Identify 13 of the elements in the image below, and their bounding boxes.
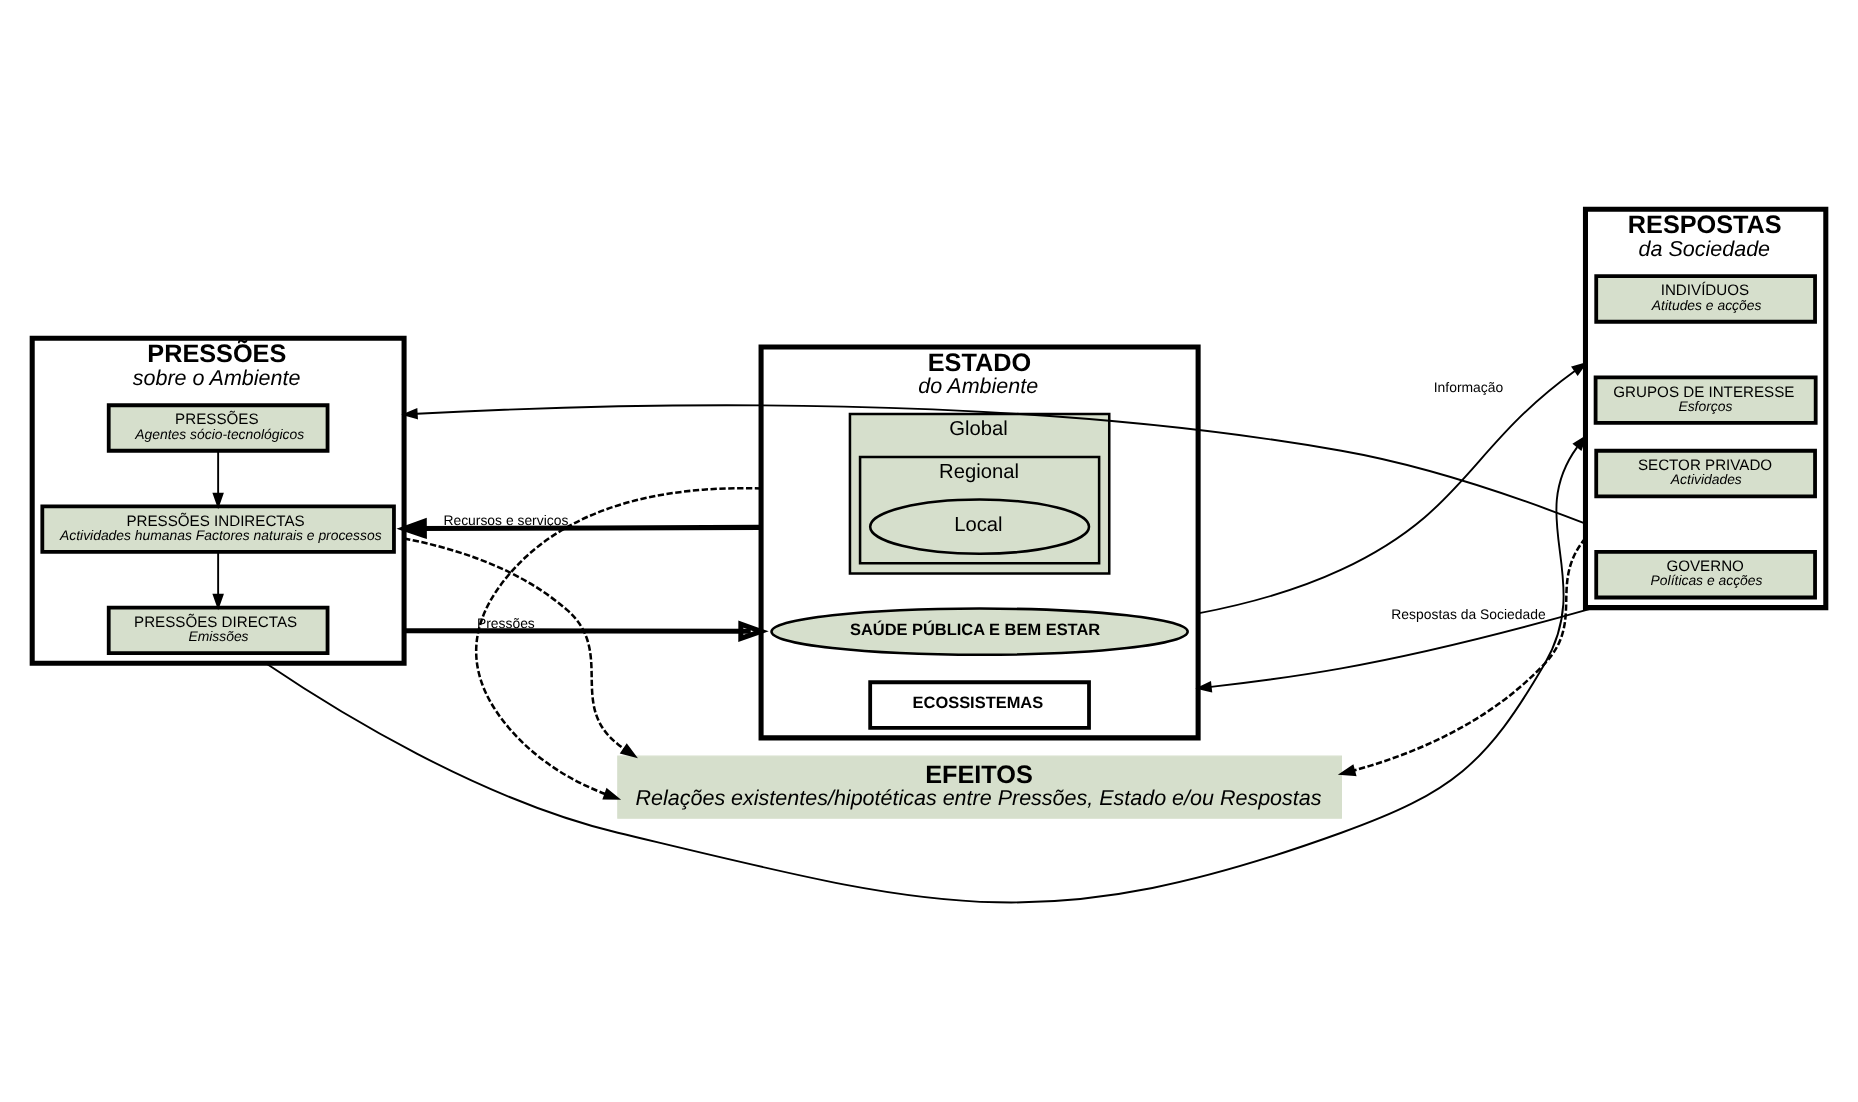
arrow (1197, 361, 1588, 615)
arrow (212, 450, 224, 510)
node-box: EFEITOS Relações existentes/hipotéticas entre Pressões, Estado e/ou Respostas (617, 755, 1342, 819)
arrow (264, 434, 1588, 903)
arrow (403, 537, 638, 759)
arrow (1195, 606, 1596, 693)
arrow (396, 517, 762, 540)
arrow (475, 487, 762, 800)
node-ellipse: Local (868, 498, 1091, 556)
arrow (1337, 537, 1587, 777)
arrow (212, 551, 224, 611)
arrow (404, 620, 769, 642)
arrow (401, 404, 1587, 525)
